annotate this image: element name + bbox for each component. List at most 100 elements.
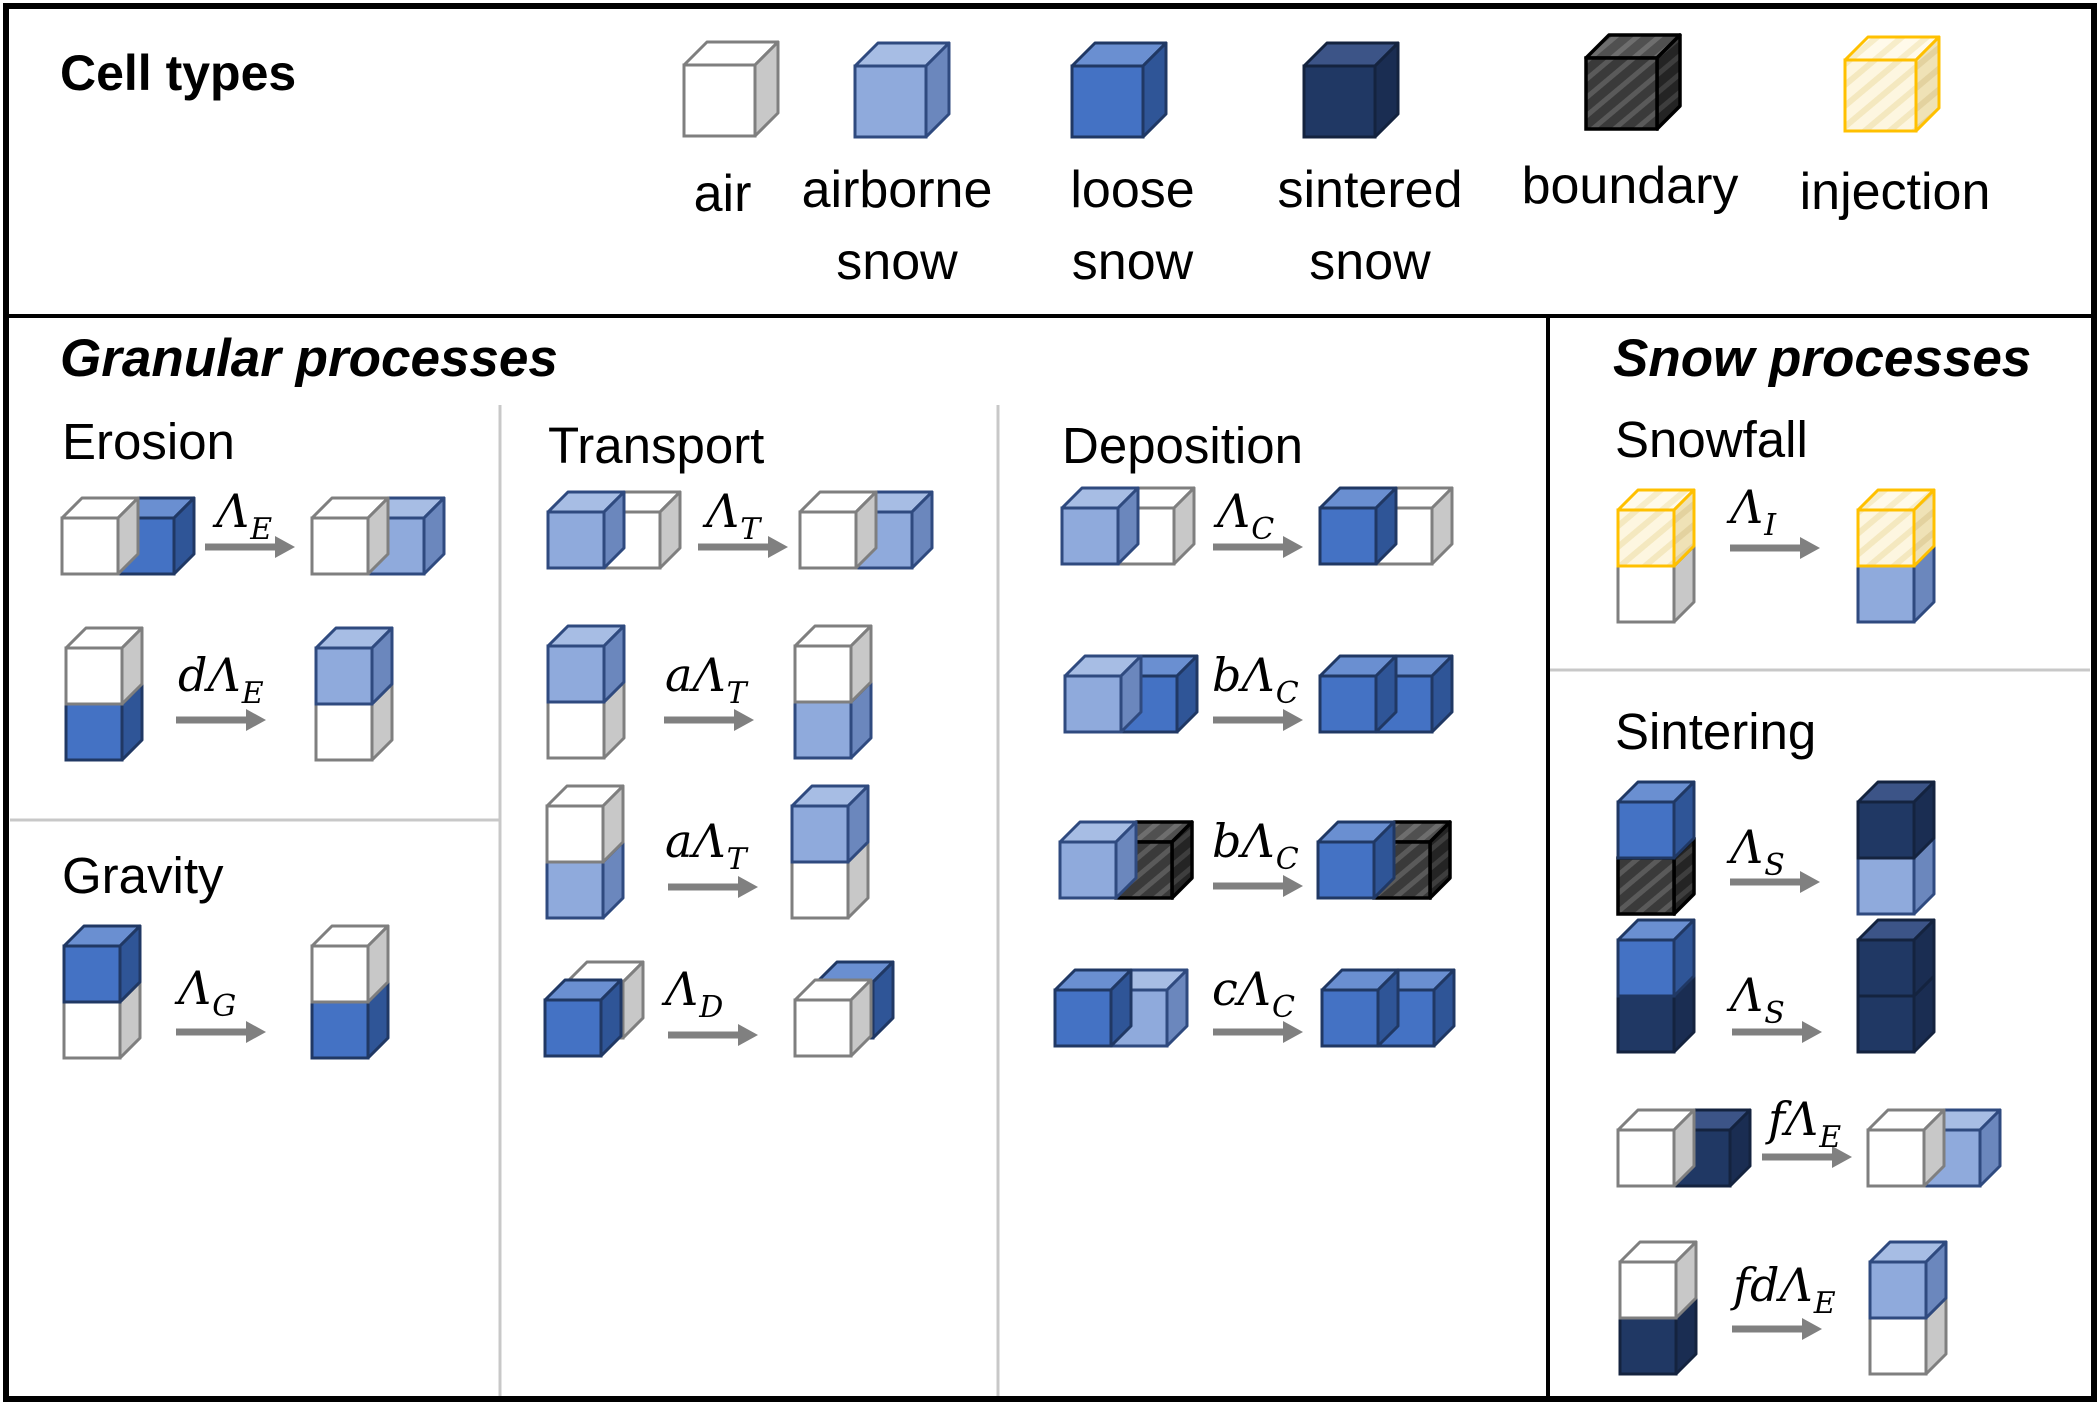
cube-air: [1866, 1108, 1946, 1188]
arrow: [1732, 1318, 1822, 1340]
before-state: [543, 960, 645, 1058]
cube-air: [793, 624, 873, 704]
granular-processes-title: Granular processes: [60, 329, 558, 388]
rate-subscript: E: [250, 512, 273, 547]
cube-front-face: [790, 860, 850, 920]
gravity-title: Gravity: [62, 847, 224, 904]
legend-cube-injection: [1843, 35, 1941, 133]
before-state: [546, 624, 626, 760]
rate-transport-diagonal: ΛD: [665, 962, 724, 1025]
rate-transport-up: aΛT: [665, 814, 747, 877]
cube-loose: [1616, 780, 1696, 860]
cube-front-face: [64, 646, 124, 706]
cube-air: [798, 490, 878, 570]
rule-transport-diagonal: [543, 960, 895, 1058]
rate-sintering-sintered: ΛS: [1730, 968, 1785, 1031]
cube-front-face: [310, 1000, 370, 1060]
cube-front-face: [546, 510, 606, 570]
cube-front-face: [793, 998, 853, 1058]
rule-sintering-sintered: [1616, 918, 1936, 1054]
cube-front-face: [1616, 1128, 1676, 1188]
after-state: [798, 490, 934, 570]
rate-coef: a: [665, 814, 693, 868]
arrow: [1213, 1021, 1303, 1043]
cube-front-face: [62, 944, 122, 1004]
after-state: [310, 924, 390, 1060]
rate-subscript: C: [1251, 512, 1275, 547]
cube-front-face: [546, 644, 606, 704]
rule-sintered-erosion-horizontal: [1616, 1108, 2002, 1188]
cube-front-face: [1856, 800, 1916, 860]
cube-loose: [1316, 820, 1396, 900]
arrow: [1730, 871, 1820, 893]
erosion-title: Erosion: [62, 413, 235, 470]
before-state: [1616, 1108, 1752, 1188]
cube-loose: [1320, 968, 1400, 1048]
before-state: [1618, 1240, 1698, 1376]
rate-subscript: C: [1275, 676, 1299, 711]
cube-front-face: [1616, 856, 1676, 916]
legend-cube-boundary: [1584, 33, 1682, 131]
cube-front-face: [64, 702, 124, 762]
cube-front-face: [1843, 58, 1918, 133]
rule-sintered-erosion-vertical: [1618, 1240, 1948, 1376]
cube-front-face: [1616, 800, 1676, 860]
rate-deposition-loose: bΛC: [1212, 648, 1299, 711]
rate-subscript: E: [241, 676, 264, 711]
rate-deposition-reverse: cΛC: [1212, 962, 1295, 1025]
cube-front-face: [1616, 994, 1676, 1054]
cube-front-face: [1320, 988, 1380, 1048]
legend-label-airborne: airborne snow: [782, 154, 1012, 298]
snowfall-title: Snowfall: [1615, 411, 1808, 468]
cube-front-face: [1618, 1260, 1678, 1320]
cube-loose: [543, 978, 623, 1058]
cube-front-face: [314, 702, 374, 762]
before-state: [545, 784, 625, 920]
cube-front-face: [546, 700, 606, 760]
outer-border: [3, 3, 2097, 1402]
cube-airborne: [790, 784, 870, 864]
cube-airborne: [1058, 820, 1138, 900]
cube-airborne: [1060, 486, 1140, 566]
after-state: [790, 784, 870, 920]
cube-front-face: [1060, 506, 1120, 566]
rate-erosion-vertical: dΛE: [178, 648, 264, 711]
rate-erosion-horizontal: ΛE: [216, 484, 273, 547]
cube-air: [310, 924, 390, 1004]
cube-front-face: [1866, 1128, 1926, 1188]
arrow: [668, 876, 758, 898]
rate-transport-horizontal: ΛT: [706, 484, 761, 547]
after-state: [793, 624, 873, 760]
process-rules: [60, 486, 2002, 1376]
rate-subscript: E: [1819, 1120, 1842, 1155]
legend-label-injection-line: injection: [1799, 163, 1991, 221]
cube-front-face: [1318, 674, 1378, 734]
cube-front-face: [1856, 508, 1916, 568]
rate-deposition-boundary: bΛC: [1212, 814, 1299, 877]
arrow: [668, 1024, 758, 1046]
cube-air: [60, 496, 140, 576]
rule-deposition-loose: [1063, 654, 1454, 734]
cube-airborne: [314, 626, 394, 706]
after-state: [793, 960, 895, 1058]
cube-sintered: [1856, 918, 1936, 998]
cube-front-face: [1868, 1316, 1928, 1376]
rate-transport-down: aΛT: [665, 648, 747, 711]
rate-subscript: T: [726, 842, 747, 877]
rule-snowfall: [1616, 488, 1936, 624]
arrow: [698, 536, 788, 558]
cube-loose: [62, 924, 142, 1004]
after-state: [310, 496, 446, 576]
cube-front-face: [1856, 994, 1916, 1054]
rate-coef: f: [1768, 1092, 1786, 1146]
cube-loose: [1616, 918, 1696, 998]
rate-subscript: T: [740, 512, 761, 547]
arrow: [176, 709, 266, 731]
cube-airborne: [546, 624, 626, 704]
rate-coef: c: [1212, 962, 1238, 1016]
legend-cube-loose: [1070, 41, 1168, 139]
cube-front-face: [853, 64, 928, 139]
legend-cubes: [682, 33, 1941, 139]
cube-front-face: [1616, 938, 1676, 998]
legend-label-loose-line1: loose: [1070, 161, 1195, 219]
